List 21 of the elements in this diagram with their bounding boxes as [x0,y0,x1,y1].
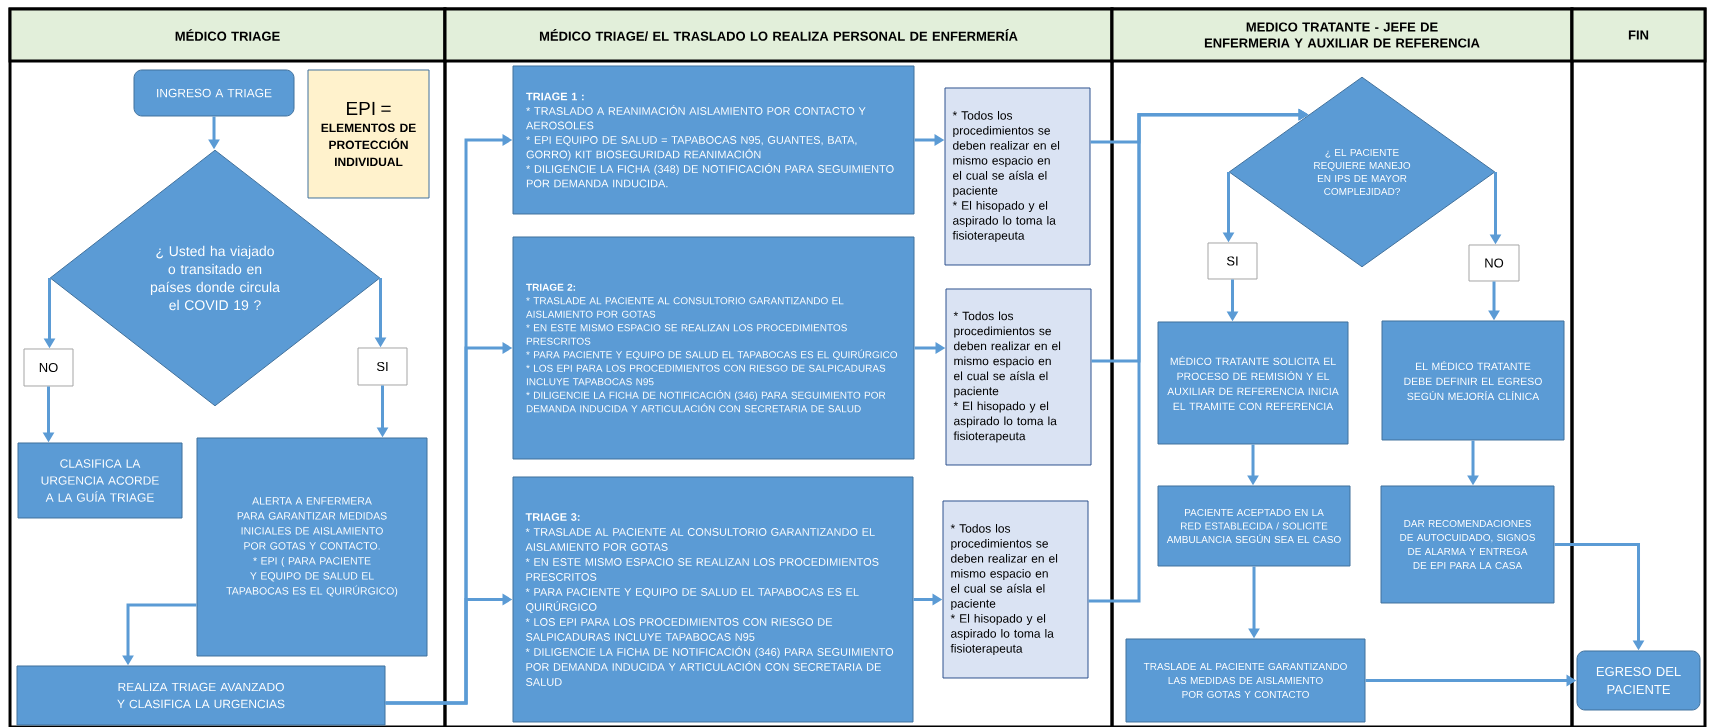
process-box: PACIENTE ACEPTADO EN LA RED ESTABLECIDA / SOLICITE AMBULANCIA SEGÚN SEA EL CASO [1157,485,1351,567]
process-box: CLASIFICA LA URGENCIA ACORDE A LA GUÍA TRIAGE [17,442,183,519]
process-box: MÉDICO TRATANTE SOLICITA EL PROCESO DE REMISIÓN Y EL AUXILIAR DE REFERENCIA INICIA EL TRAMITE CON REFERENCIA [1157,321,1349,445]
answer-label: SI [1207,242,1258,280]
note-box: * Todos los procedimientos se deben realizar en el mismo espacio en el cual se aísla el paciente * El hisopado y el aspirado lo toma la fisioterapeuta [945,288,1092,466]
process-box: TRASLADE AL PACIENTE GARANTIZANDO LAS MEDIDAS DE AISLAMIENTO POR GOTAS Y CONTACTO [1125,638,1366,723]
process-box: TRIAGE 1 : * TRASLADO A REANIMACIÓN AISLAMIENTO POR CONTACTO Y AEROSOLES * EPI EQUIPO DE SALUD = TAPABOCAS N95, GUANTES, BATA, GORRO) KIT BIOSEGURIDAD REANIMACIÓN * DILIGENCIE LA FICHA (348) DE NOTIFICACIÓN PARA SEGUIMIENTO POR DEMANDA INDUCIDA. [512,65,915,215]
note-box: * Todos los procedimientos se deben realizar en el mismo espacio en el cual se aísla el paciente * El hisopado y el aspirado lo toma la fisioterapeuta [944,87,1091,266]
answer-label: NO [1468,244,1520,282]
process-box: REALIZA TRIAGE AVANZADO Y CLASIFICA LA URGENCIAS [16,665,386,726]
process-box: EL MÉDICO TRATANTE DEBE DEFINIR EL EGRESO SEGÚN MEJORÍA CLÍNICA [1381,320,1565,441]
answer-label: NO [23,348,74,387]
process-box: DAR RECOMENDACIONES DE AUTOCUIDADO, SIGNOS DE ALARMA Y ENTREGA DE EPI PARA LA CASA [1380,485,1555,604]
note-box: * Todos los procedimientos se deben realizar en el mismo espacio en el cual se aísla el paciente * El hisopado y el aspirado lo toma la fisioterapeuta [942,500,1089,679]
process-box: ALERTA A ENFERMERA PARA GARANTIZAR MEDIDAS INICIALES DE AISLAMIENTO POR GOTAS Y CONTACTO. * EPI ( PARA PACIENTE Y EQUIPO DE SALUD EL TAPABOCAS ES EL QUIRÚRGICO) [196,437,428,657]
process-box: TRIAGE 2: * TRASLADE AL PACIENTE AL CONSULTORIO GARANTIZANDO EL AISLAMIENTO POR GOTAS * EN ESTE MISMO ESPACIO SE REALIZAN LOS PROCEDIMIENTOS PRESCRITOS * PARA PACIENTE Y EQUIPO DE SALUD EL TAPABOCAS ES EL QUIRÚRGICO * LOS EPI PARA LOS PROCEDIMIENTOS CON RIESGO DE SALPICADURAS INCLUYE TAPABOCAS N95 * DILIGENCIE LA FICHA DE NOTIFICACIÓN (346) PARA SEGUIMIENTO POR DEMANDA INDUCIDA Y ARTICULACIÓN CON SECRETARIA DE SALUD [512,236,915,460]
definition-box: EPI = ELEMENTOS DE PROTECCIÓN INDIVIDUAL [307,69,430,199]
answer-label: SI [357,347,408,386]
process-box: TRIAGE 3: * TRASLADE AL PACIENTE AL CONSULTORIO GARANTIZANDO EL AISLAMIENTO POR GOTAS * EN ESTE MISMO ESPACIO SE REALIZAN LOS PROCEDIMIENTOS PRESCRITOS * PARA PACIENTE Y EQUIPO DE SALUD EL TAPABOCAS ES EL QUIRÚRGICO * LOS EPI PARA LOS PROCEDIMIENTOS CON RIESGO DE SALPICADURAS INCLUYE TAPABOCAS N95 * DILIGENCIE LA FICHA DE NOTIFICACIÓN (346) PARA SEGUIMIENTO POR DEMANDA INDUCIDA Y ARTICULACIÓN CON SECRETARIA DE SALUD [512,476,914,723]
terminal-box: INGRESO A TRIAGE [133,69,295,117]
terminal-box: EGRESO DEL PACIENTE [1576,650,1701,711]
